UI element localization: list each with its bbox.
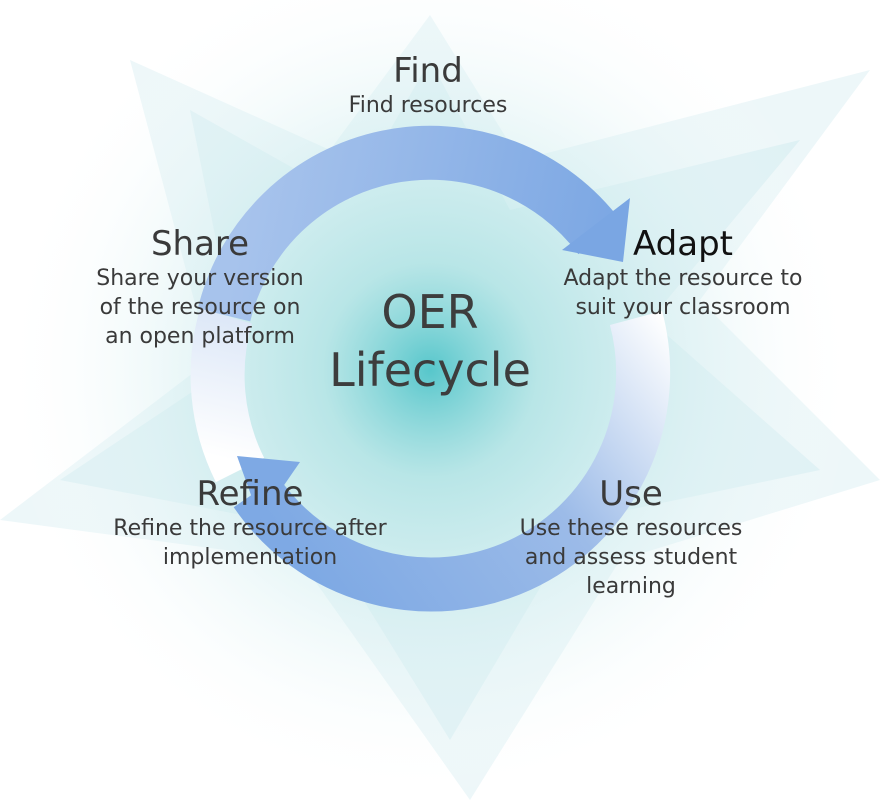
stage-adapt: Adapt Adapt the resource to suit your cl… bbox=[548, 224, 818, 322]
stage-use-title: Use bbox=[599, 474, 663, 514]
ring-arc-top bbox=[197, 125, 622, 322]
stage-share-title: Share bbox=[150, 224, 250, 264]
stage-find: Find Find resources bbox=[318, 51, 538, 120]
stage-refine-description: Refine the resource after implementation bbox=[113, 516, 387, 570]
stage-use-description: Use these resources and assess student l… bbox=[519, 516, 743, 599]
stage-refine: Refine Refine the resource after impleme… bbox=[102, 474, 398, 572]
ring-arc-left bbox=[190, 308, 265, 483]
center-title: OER Lifecycle bbox=[290, 283, 570, 399]
stage-adapt-description: Adapt the resource to suit your classroo… bbox=[563, 266, 803, 320]
cycle-ring bbox=[190, 125, 671, 612]
stage-use: Use Use these resources and assess stude… bbox=[508, 474, 754, 601]
center-title-line-2: Lifecycle bbox=[329, 343, 531, 397]
stage-refine-title: Refine bbox=[196, 474, 304, 514]
stage-share: Share Share your version of the resource… bbox=[82, 224, 318, 351]
stage-find-description: Find resources bbox=[348, 93, 508, 118]
arrowhead-left bbox=[237, 456, 300, 520]
center-title-line-1: OER bbox=[381, 285, 479, 339]
ring-arc-right-bottom bbox=[233, 311, 671, 612]
center-glow bbox=[0, 0, 860, 800]
stage-adapt-title: Adapt bbox=[633, 224, 733, 264]
stage-find-title: Find bbox=[393, 51, 463, 91]
stage-share-description: Share your version of the resource on an… bbox=[96, 266, 304, 349]
arrowhead-right bbox=[562, 198, 630, 262]
